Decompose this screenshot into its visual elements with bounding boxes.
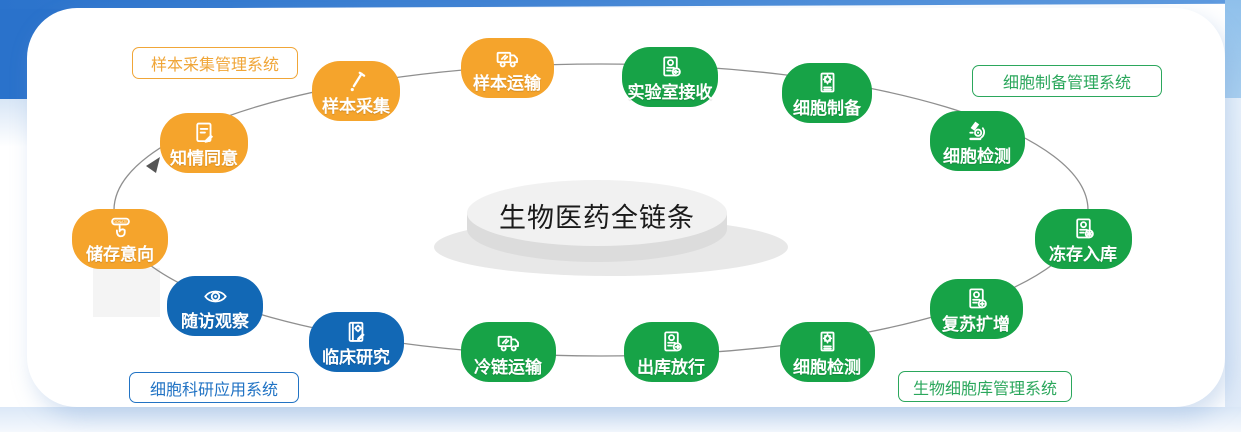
- node-label: 实验室接收: [627, 83, 713, 102]
- system-label-text: 细胞科研应用系统: [149, 381, 278, 399]
- node-cryo-storage: 冻存入库: [1034, 209, 1132, 269]
- node-label: 冷链运输: [474, 358, 542, 377]
- node-sample-collection: 样本采集: [312, 61, 400, 121]
- background-artifact: [93, 268, 160, 317]
- microscope-icon: [963, 117, 992, 146]
- node-label: 随访观察: [181, 312, 249, 331]
- system-label-cell-preparation-system: 细胞制备管理系统: [972, 65, 1162, 97]
- node-cold-chain-transport: 冷链运输: [460, 322, 556, 382]
- node-label: 复苏扩增: [942, 315, 1010, 334]
- node-release-outbound: 出库放行: [623, 322, 719, 382]
- doc-freeze-icon: [1069, 215, 1098, 244]
- svg-text:DONATE: DONATE: [113, 220, 128, 224]
- center-title: 生物医药全链条: [499, 203, 695, 233]
- system-label-cell-research-application-system: 细胞科研应用系统: [129, 372, 299, 403]
- node-follow-up-observation: 随访观察: [167, 276, 263, 336]
- platform-top: [467, 180, 727, 246]
- donate-hand-icon: DONATE: [106, 215, 135, 244]
- system-label-text: 样本采集管理系统: [150, 57, 279, 74]
- bottom-blue-band: [0, 407, 1241, 432]
- system-label-sample-collection-system: 样本采集管理系统: [132, 47, 298, 79]
- node-clinical-research: 临床研究: [308, 312, 404, 372]
- node-cell-testing-top: 细胞检测: [929, 111, 1025, 171]
- node-cell-testing-bottom: 细胞检测: [779, 322, 875, 382]
- node-sample-transport: 样本运输: [460, 38, 554, 98]
- right-blue-band-top: [1225, 0, 1241, 98]
- node-lab-reception: 实验室接收: [622, 47, 718, 107]
- truck-icon: [494, 328, 523, 357]
- node-storage-intention: DONATE 储存意向: [72, 209, 168, 269]
- doc-sign-icon: [190, 119, 219, 148]
- doc-out-icon: [657, 328, 686, 357]
- doc-plus-icon: [962, 285, 991, 314]
- right-blue-band-bottom: [1225, 98, 1241, 432]
- node-label: 细胞检测: [793, 358, 861, 377]
- doc-cell-icon: [813, 328, 842, 357]
- top-blue-strip: [0, 0, 1229, 9]
- node-label: 细胞检测: [943, 147, 1011, 166]
- node-label: 样本采集: [322, 97, 390, 116]
- node-label: 冻存入库: [1049, 245, 1117, 264]
- node-cell-preparation: 细胞制备: [782, 63, 872, 123]
- book-research-icon: [342, 318, 371, 347]
- node-label: 出库放行: [637, 358, 705, 377]
- left-fade-shape: [0, 99, 27, 147]
- node-label: 临床研究: [322, 348, 390, 367]
- system-label-text: 细胞制备管理系统: [1002, 75, 1131, 92]
- system-label-text: 生物细胞库管理系统: [912, 380, 1057, 398]
- node-label: 细胞制备: [793, 99, 861, 118]
- doc-cell-icon: [813, 69, 842, 98]
- node-label: 样本运输: [473, 74, 541, 93]
- flow-arrowhead-icon: [146, 157, 160, 173]
- node-recovery-expansion: 复苏扩增: [929, 279, 1023, 339]
- truck-icon: [493, 44, 522, 73]
- eye-icon: [201, 282, 230, 311]
- doc-receive-icon: [656, 53, 685, 82]
- dropper-icon: [342, 67, 371, 96]
- node-label: 知情同意: [170, 149, 238, 168]
- node-label: 储存意向: [86, 245, 154, 264]
- node-informed-consent: 知情同意: [160, 113, 248, 173]
- system-label-biobank-management-system: 生物细胞库管理系统: [898, 371, 1072, 402]
